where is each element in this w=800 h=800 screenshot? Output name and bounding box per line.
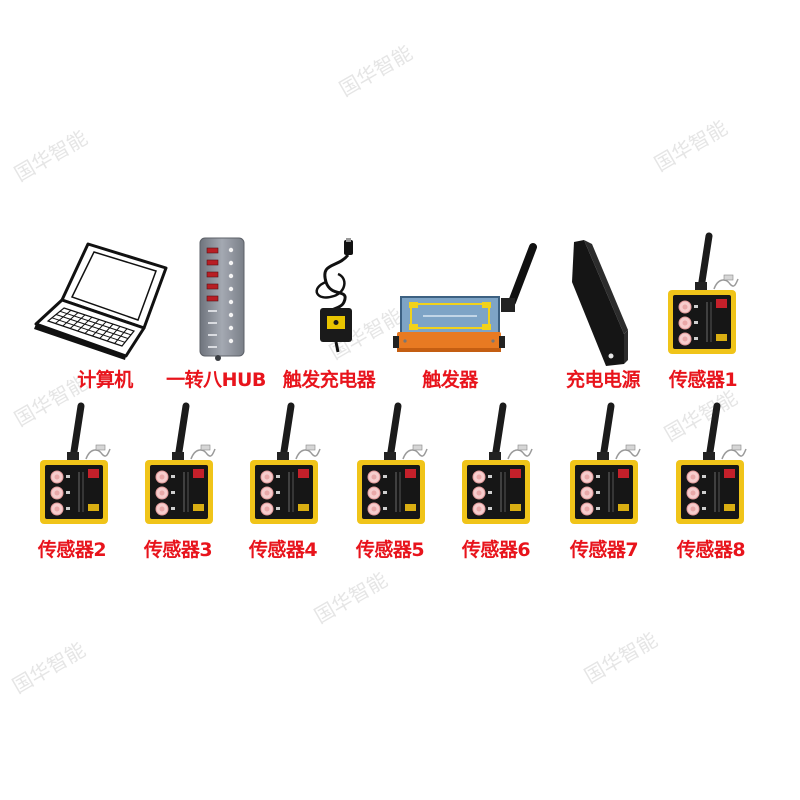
laptop-icon [34, 242, 168, 360]
component-label: 传感器3 [143, 539, 213, 561]
sensor-icon [353, 402, 431, 527]
component-label: 传感器1 [668, 369, 738, 391]
component-label: 充电电源 [565, 369, 641, 391]
sensor-icon [664, 232, 742, 357]
trigger-icon [393, 243, 537, 352]
usb-hub-icon [199, 237, 245, 361]
watermark: 国华智能 [650, 115, 732, 177]
component-label: 传感器5 [355, 539, 425, 561]
component-label: 传感器7 [569, 539, 639, 561]
sensor-icon [672, 402, 750, 527]
component-label: 计算机 [77, 369, 133, 391]
watermark: 国华智能 [335, 40, 417, 102]
watermark: 国华智能 [580, 627, 662, 689]
sensor-icon [566, 402, 644, 527]
component-label: 触发充电器 [282, 369, 376, 391]
component-label: 传感器8 [676, 539, 746, 561]
component-label: 传感器2 [37, 539, 107, 561]
watermark: 国华智能 [10, 125, 92, 187]
component-label: 触发器 [422, 369, 478, 391]
watermark: 国华智能 [310, 567, 392, 629]
sensor-icon [458, 402, 536, 527]
sensor-icon [36, 402, 114, 527]
charging-power-supply-icon [572, 240, 628, 366]
watermark: 国华智能 [8, 637, 90, 699]
sensor-icon [246, 402, 324, 527]
component-label: 传感器4 [248, 539, 318, 561]
trigger-charger-icon [315, 238, 353, 353]
component-label: 传感器6 [461, 539, 531, 561]
sensor-icon [141, 402, 219, 527]
component-label: 一转八HUB [166, 369, 266, 391]
